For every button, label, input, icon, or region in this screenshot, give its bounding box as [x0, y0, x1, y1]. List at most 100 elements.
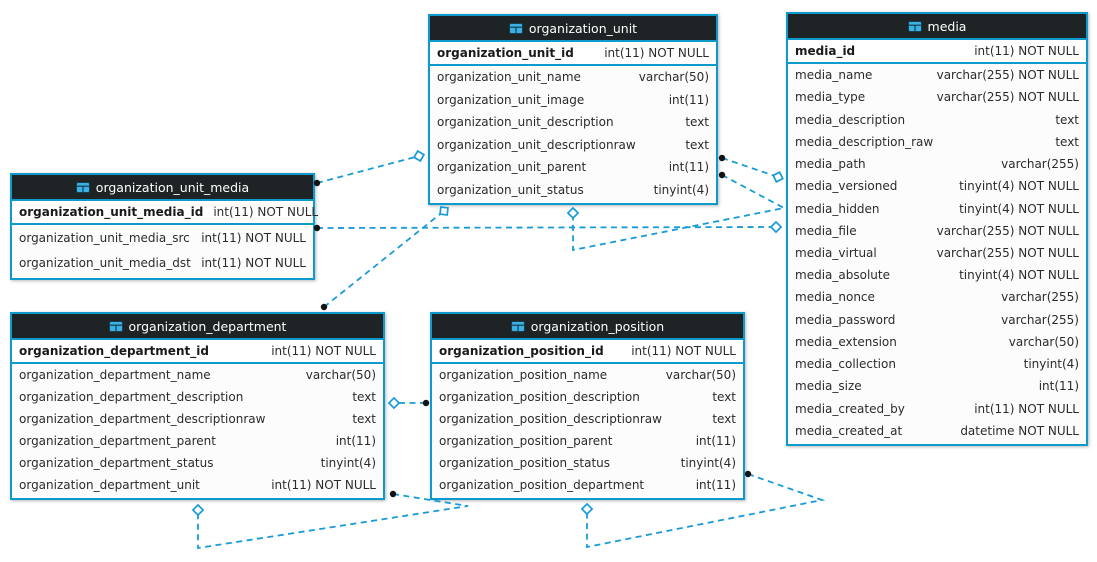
column-name: organization_department_description: [19, 390, 244, 404]
relation-endpoint-diamond: [769, 220, 783, 234]
table-title: organization_department: [128, 318, 287, 334]
column-name: media_type: [795, 90, 866, 105]
column-name: media_absolute: [795, 268, 890, 283]
column-name: organization_department_name: [19, 368, 211, 382]
table-header[interactable]: organization_unit: [430, 16, 716, 42]
column-type: text: [712, 390, 736, 404]
column-name: media_password: [795, 312, 896, 327]
relation-line-unit-image-to-media[interactable]: [721, 157, 779, 178]
column-name: organization_position_name: [439, 368, 608, 382]
table-header[interactable]: organization_unit_media: [12, 175, 313, 201]
column-type: text: [1055, 112, 1079, 127]
column-name: organization_unit_media_src: [19, 230, 190, 245]
column-row[interactable]: organization_unit_status tinyint(4): [430, 179, 716, 202]
column-name: organization_unit_media_dst: [19, 256, 191, 271]
column-name: organization_unit_id: [437, 46, 574, 60]
relation-endpoint-diamond: [412, 149, 426, 163]
column-name: organization_unit_descriptionraw: [437, 137, 636, 152]
relation-endpoint-diamond: [387, 396, 401, 410]
column-row[interactable]: organization_position_name varchar(50): [432, 364, 743, 386]
table-header[interactable]: media: [788, 14, 1086, 40]
table-title: media: [927, 18, 967, 34]
column-type: int(11): [695, 434, 736, 448]
column-type: tinyint(4): [680, 456, 736, 470]
column-type: tinyint(4): [320, 456, 376, 470]
relation-line-unit-media-src-to-unit[interactable]: [316, 155, 420, 184]
column-name: organization_position_descriptionraw: [439, 412, 662, 426]
column-name: organization_department_unit: [19, 478, 200, 492]
column-name: media_path: [795, 157, 866, 172]
relation-endpoint-diamond: [191, 503, 205, 517]
relation-endpoint-dot: [718, 154, 726, 162]
table-icon: [75, 181, 90, 193]
column-type: varchar(50): [638, 70, 709, 85]
column-type: tinyint(4): [653, 182, 709, 197]
table-header[interactable]: organization_position: [432, 314, 743, 340]
column-name: organization_unit_parent: [437, 160, 587, 175]
column-row[interactable]: media_type varchar(255) NOT NULL: [788, 86, 1086, 108]
relation-line-department-unit-to-unit[interactable]: [323, 210, 445, 308]
table-title: organization_unit: [528, 20, 638, 36]
column-type: tinyint(4) NOT NULL: [959, 179, 1079, 194]
column-name: media_id: [795, 44, 856, 58]
table-organization_department[interactable]: organization_department organization_depa…: [10, 312, 385, 500]
column-type: text: [352, 412, 376, 426]
column-name: organization_position_department: [439, 478, 645, 492]
column-type: varchar(50): [665, 368, 736, 382]
relation-endpoint-dot: [320, 303, 328, 311]
table-header[interactable]: organization_department: [12, 314, 383, 340]
table-icon: [108, 320, 123, 332]
table-icon: [508, 22, 523, 34]
relation-endpoint-diamond: [580, 502, 594, 516]
relation-line-department-parent-self-reference[interactable]: [197, 493, 469, 550]
column-name: organization_unit_status: [437, 182, 584, 197]
column-type: varchar(255) NOT NULL: [936, 90, 1079, 105]
column-type: tinyint(4): [1023, 357, 1079, 372]
relation-line-unit-media-dst-to-media[interactable]: [316, 226, 777, 229]
